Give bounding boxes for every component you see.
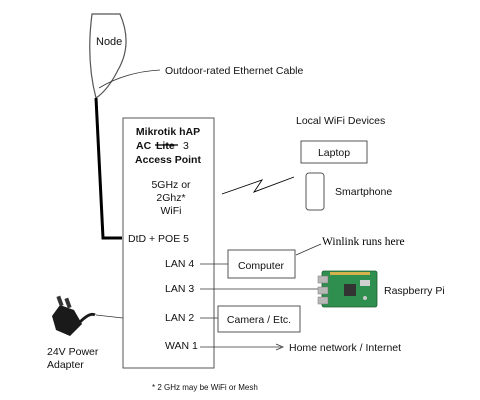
router-model-prefix: AC: [136, 140, 152, 152]
router-wifi-line2: 2Ghz*: [156, 192, 185, 204]
node-label: Node: [96, 36, 122, 48]
smartphone-label: Smartphone: [335, 186, 392, 198]
cable-callout-line: [98, 69, 161, 89]
power-cable-line: [95, 314, 124, 319]
router-wifi-line3: WiFi: [161, 205, 182, 217]
port-lan3: LAN 3: [165, 283, 194, 295]
port-lan4: LAN 4: [165, 258, 194, 270]
router-wifi-line1: 5GHz or: [151, 179, 191, 191]
cable-label: Outdoor-rated Ethernet Cable: [165, 65, 303, 77]
power-adapter-icon: [52, 295, 96, 336]
winlink-label: Winlink runs here: [322, 236, 405, 248]
router-box: [122, 117, 215, 369]
power-label-line2: Adapter: [47, 359, 84, 371]
laptop-box: [300, 140, 368, 164]
footnote: * 2 GHz may be WiFi or Mesh: [152, 383, 258, 392]
wifi-signal-zigzag: [221, 176, 295, 195]
camera-box: [217, 305, 301, 333]
raspberry-pi-label: Raspberry Pi: [384, 285, 445, 297]
smartphone-shape: [305, 172, 325, 211]
home-network-label: Home network / Internet: [289, 342, 401, 354]
router-model-struck: Lite: [156, 140, 175, 152]
router-title-line3: Access Point: [135, 154, 201, 166]
winlink-pointer: [295, 243, 322, 256]
laptop-label: Laptop: [318, 147, 350, 159]
computer-box: [227, 249, 296, 279]
wan1-arrowhead: [275, 343, 285, 351]
wifi-devices-heading: Local WiFi Devices: [296, 115, 385, 127]
power-label-line1: 24V Power: [47, 346, 99, 358]
router-title-line2: AC Lite 3: [136, 140, 189, 152]
computer-label: Computer: [238, 260, 285, 272]
port-wan1: WAN 1: [165, 340, 198, 352]
router-model-suffix: 3: [183, 140, 189, 152]
ethernet-cable: [94, 97, 122, 240]
port-lan2: LAN 2: [165, 312, 194, 324]
node-shape: [89, 13, 127, 99]
camera-label: Camera / Etc.: [227, 314, 291, 326]
raspberry-pi-icon: [317, 270, 378, 308]
router-title-line1: Mikrotik hAP: [136, 126, 200, 138]
port-dtd-poe: DtD + POE 5: [128, 233, 189, 245]
